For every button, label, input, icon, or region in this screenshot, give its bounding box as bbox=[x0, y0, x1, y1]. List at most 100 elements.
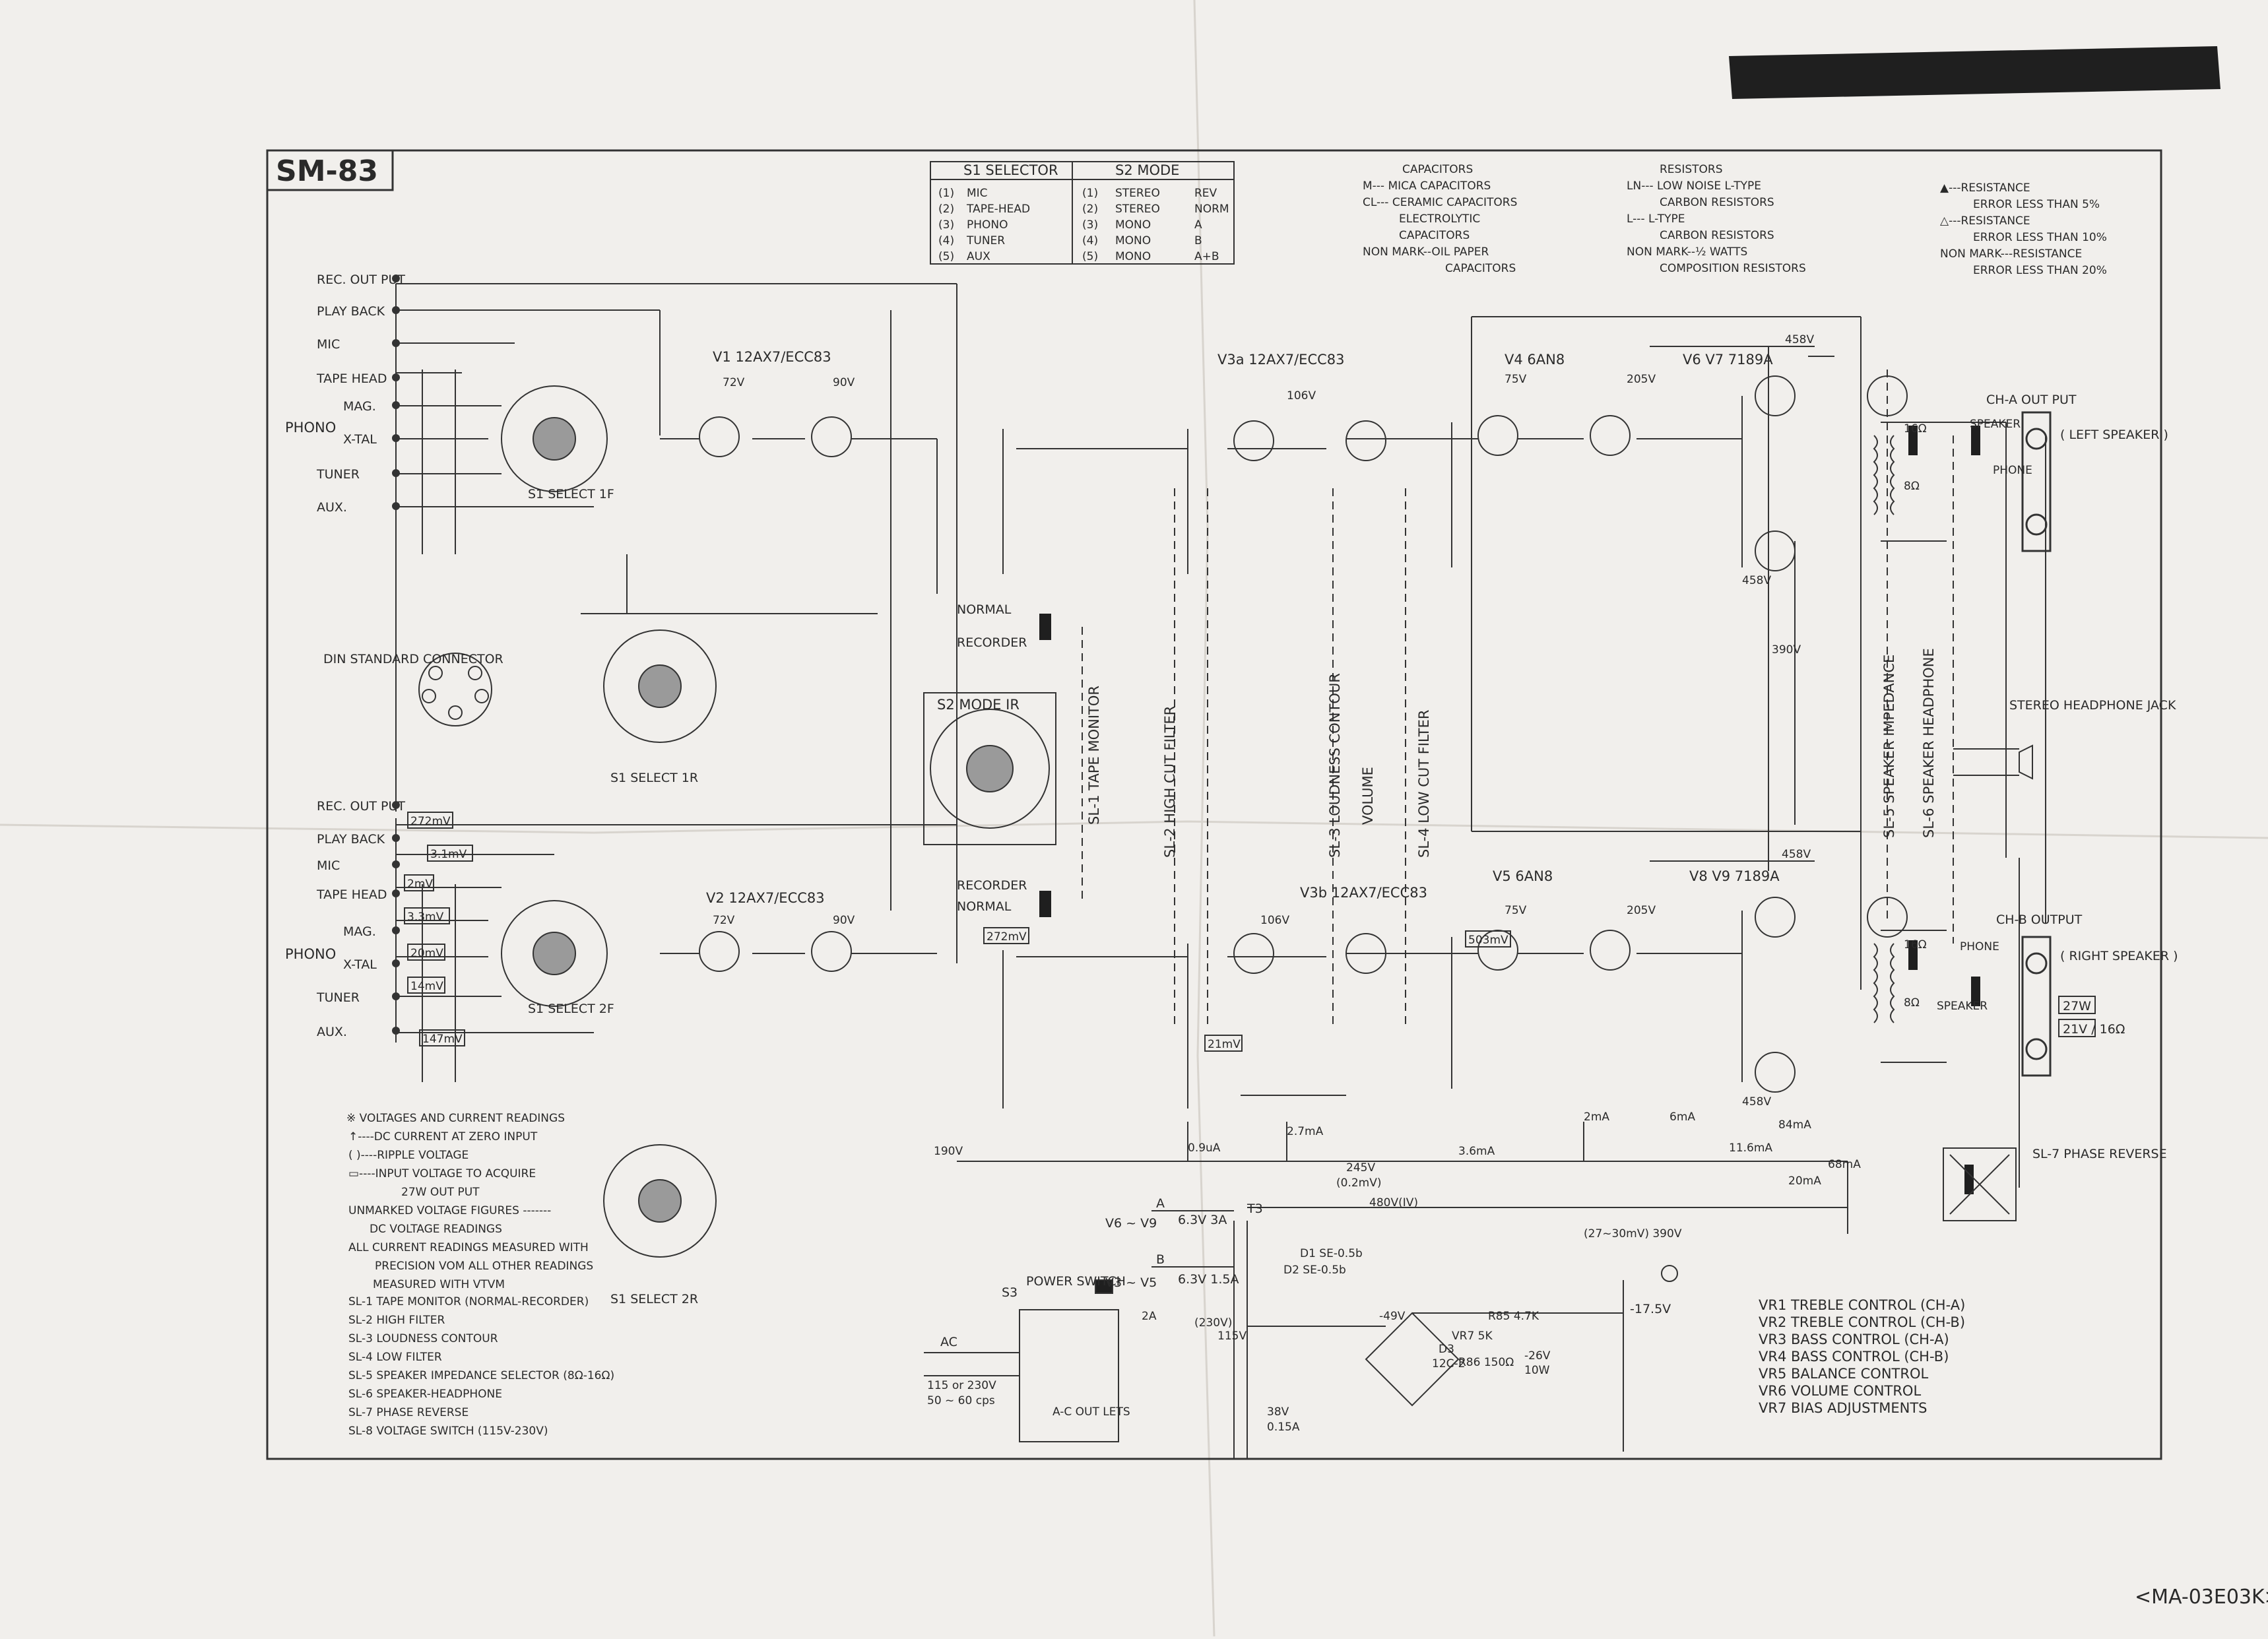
input-label: AUX. bbox=[317, 500, 347, 515]
input-label: X-TAL bbox=[343, 957, 377, 972]
sl-list-item: SL-6 SPEAKER-HEADPHONE bbox=[348, 1388, 502, 1401]
variable-resistor-list: VR1 TREBLE CONTROL (CH-A)VR2 TREBLE CONT… bbox=[1759, 1297, 1965, 1416]
ripple-value: 14mV bbox=[410, 980, 443, 993]
selector-row-value: A bbox=[1194, 218, 1202, 232]
ac-label: AC bbox=[940, 1335, 957, 1349]
phase-reverse-switch bbox=[1943, 1147, 2017, 1221]
selector-row-s1: AUX bbox=[967, 250, 990, 263]
capacitor-legend-line: CAPACITORS bbox=[1445, 262, 1516, 275]
sl-list-item: SL-4 LOW FILTER bbox=[348, 1351, 442, 1364]
ripple-box bbox=[1465, 930, 1511, 948]
tube-envelope bbox=[811, 416, 852, 457]
ripple-value: 3.3mV bbox=[407, 911, 444, 924]
input-label: TUNER bbox=[316, 990, 360, 1005]
ripple-box bbox=[983, 927, 1029, 944]
sl-list-item: SL-2 HIGH FILTER bbox=[348, 1314, 445, 1327]
ripple-value: 21mV bbox=[1208, 1038, 1241, 1051]
w10-label: 10W bbox=[1524, 1364, 1550, 1377]
voltage-v390: 390V bbox=[1772, 643, 1801, 657]
capacitor-legend-line: CL--- CERAMIC CAPACITORS bbox=[1363, 196, 1517, 209]
voltage-ma2: 2.7mA bbox=[1287, 1125, 1324, 1138]
resistor-legend-line: L--- L-TYPE bbox=[1627, 212, 1685, 226]
selector-row-value: A+B bbox=[1194, 250, 1219, 263]
d3n-label: 12C-2 bbox=[1432, 1357, 1465, 1370]
v230-label: (230V) bbox=[1194, 1316, 1232, 1330]
voltage-v190: 190V bbox=[934, 1145, 963, 1158]
selector-row-n2: (4) bbox=[1082, 234, 1098, 247]
din-connector bbox=[418, 653, 492, 726]
voltage-v245: 245V bbox=[1346, 1161, 1375, 1174]
normal-label-2: NORMAL bbox=[957, 899, 1012, 914]
input-label: TAPE HEAD bbox=[316, 371, 387, 386]
heater-63v3a: 6.3V 3A bbox=[1178, 1213, 1227, 1227]
selector-row-n2: (5) bbox=[1082, 250, 1098, 263]
note-line: ▭----INPUT VOLTAGE TO ACQUIRE bbox=[348, 1167, 536, 1180]
phone-label-a: PHONE bbox=[1993, 464, 2032, 477]
output-transformer-a bbox=[1873, 435, 1895, 515]
power-supply bbox=[924, 1207, 1678, 1458]
tube-envelope-v7 bbox=[1755, 530, 1796, 571]
heater-b: B bbox=[1156, 1252, 1165, 1267]
tube-envelope-v9 bbox=[1755, 1052, 1796, 1093]
tube-envelope bbox=[699, 931, 740, 972]
voltage-v75_1: 75V bbox=[1505, 373, 1527, 386]
ripple-value: 2mV bbox=[407, 878, 433, 891]
ripple-box bbox=[1204, 1035, 1243, 1052]
filter-label: SL-1 TAPE MONITOR bbox=[1086, 686, 1102, 825]
resistor-legend-line: CARBON RESISTORS bbox=[1660, 229, 1774, 242]
vr-list-item: VR7 BIAS ADJUSTMENTS bbox=[1759, 1400, 1927, 1416]
note-line: ALL CURRENT READINGS MEASURED WITH bbox=[348, 1241, 589, 1254]
v21-label: 21V / 16Ω bbox=[2063, 1022, 2125, 1037]
v21-box bbox=[2058, 1019, 2096, 1037]
sl-list-item: SL-5 SPEAKER IMPEDANCE SELECTOR (8Ω-16Ω) bbox=[348, 1369, 614, 1382]
voltage-v90_2: 90V bbox=[833, 914, 855, 927]
marker-redaction bbox=[1729, 46, 2220, 99]
selector-row-n1: (5) bbox=[938, 250, 954, 263]
title-box bbox=[266, 149, 394, 191]
voltage-v72_2: 72V bbox=[713, 914, 735, 927]
input-label: PLAY BACK bbox=[317, 304, 385, 319]
ripple-value: 503mV bbox=[1468, 934, 1508, 947]
resistor-legend-line: LN--- LOW NOISE L-TYPE bbox=[1627, 179, 1761, 193]
note-line: PRECISION VOM ALL OTHER READINGS bbox=[375, 1260, 593, 1273]
selector-row-s2: STEREO bbox=[1115, 187, 1160, 200]
d3-label: D3 bbox=[1439, 1343, 1454, 1356]
voltage-ma9: 6mA bbox=[1669, 1110, 1695, 1124]
tube-label-v2: V2 12AX7/ECC83 bbox=[706, 890, 825, 906]
power-switch-label: POWER SWITCH bbox=[1026, 1274, 1126, 1289]
s3-label: S3 bbox=[1002, 1285, 1018, 1300]
voltage-v390b: (27~30mV) 390V bbox=[1584, 1227, 1682, 1240]
ch-a-output-label: CH-A OUT PUT bbox=[1986, 393, 2077, 407]
speaker-terminal-a bbox=[2021, 411, 2052, 552]
fuse-label: 2A bbox=[1142, 1310, 1157, 1323]
left-speaker-label: ( LEFT SPEAKER ) bbox=[2060, 428, 2168, 442]
heater-a: A bbox=[1156, 1196, 1165, 1211]
tolerance-legend-line: △---RESISTANCE bbox=[1940, 214, 2030, 228]
voltage-ma4: 11.6mA bbox=[1729, 1141, 1772, 1155]
selector-row-n1: (2) bbox=[938, 203, 954, 216]
ohm16-a: 16Ω bbox=[1904, 422, 1927, 435]
tube-envelope bbox=[1755, 375, 1796, 416]
s1-header: S1 SELECTOR bbox=[963, 162, 1058, 178]
amplifier-wiring bbox=[660, 316, 2046, 1234]
r86-label: R86 150Ω bbox=[1458, 1356, 1514, 1369]
ripple-box bbox=[407, 977, 445, 994]
selector-row-value: REV bbox=[1194, 187, 1217, 200]
ripple-value: 272mV bbox=[987, 930, 1027, 944]
input-label: MAG. bbox=[343, 399, 376, 414]
sl1-switch-a bbox=[1039, 614, 1051, 640]
tube-envelope bbox=[699, 416, 740, 457]
neg49-label: -49V bbox=[1379, 1310, 1406, 1323]
filter-label: SL-6 SPEAKER HEADPHONE bbox=[1921, 648, 1937, 838]
mains-label: 115 or 230V bbox=[927, 1379, 996, 1392]
selector-row-value: B bbox=[1194, 234, 1202, 247]
ripple-value: 147mV bbox=[422, 1033, 463, 1046]
neg26-label: -26V bbox=[1524, 1349, 1551, 1363]
filter-label: VOLUME bbox=[1360, 767, 1376, 825]
tube-envelope bbox=[811, 931, 852, 972]
title: SM-83 bbox=[276, 154, 378, 188]
